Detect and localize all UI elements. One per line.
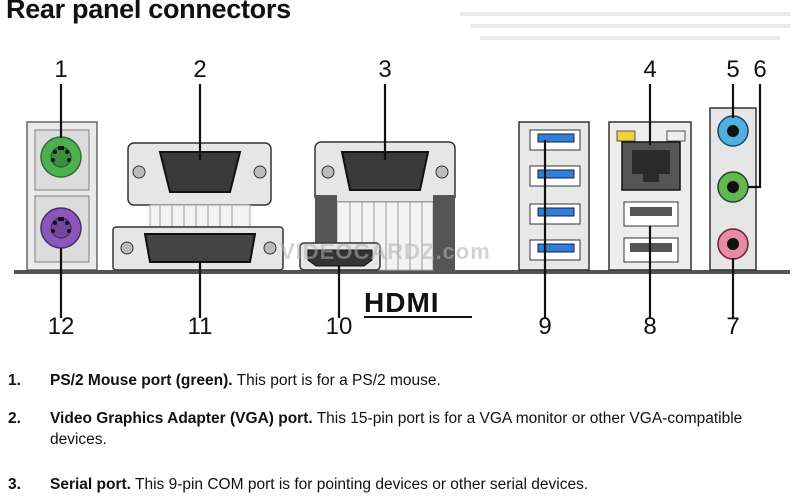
item-number: 2. (8, 410, 21, 427)
hdmi-logo-text: HDMI (364, 290, 440, 318)
callout-9: 9 (538, 313, 552, 340)
callout-12: 12 (47, 313, 75, 340)
vga-dvi-ports (112, 142, 284, 271)
vga-port (158, 151, 242, 193)
callout-11: 11 (187, 313, 213, 340)
dvi-port (143, 233, 257, 263)
callout-7: 7 (726, 313, 740, 340)
callout-5: 5 (726, 56, 740, 83)
item-number: 3. (8, 476, 21, 493)
callout-4: 4 (643, 56, 657, 83)
audio-jacks (709, 107, 757, 271)
item-number: 1. (8, 372, 21, 389)
callout-10: 10 (325, 313, 353, 340)
item-desc: This 9-pin COM port is for pointing devi… (130, 476, 589, 493)
serial-port (340, 151, 430, 191)
callout-1: 1 (54, 56, 68, 83)
usb3-ports (518, 121, 590, 271)
item-desc: This 15-pin port is for a VGA monitor or… (50, 410, 743, 448)
callout-2: 2 (193, 56, 207, 83)
usb3-port-2 (537, 169, 575, 179)
callout-6: 6 (753, 56, 767, 83)
serial-hdmi-ports (299, 141, 456, 271)
leader-lines (59, 84, 762, 318)
watermark-text: VIDEOCARDZ.com (280, 239, 491, 264)
item-name: Video Graphics Adapter (VGA) port. (50, 410, 313, 427)
page-title: Rear panel connectors (6, 0, 291, 24)
item-name: PS/2 Mouse port (green). (50, 372, 233, 389)
usb3-port-1 (537, 133, 575, 143)
faded-header-artifact (460, 4, 790, 49)
usb2-port-1 (630, 207, 672, 216)
usb3-port-4 (537, 243, 575, 253)
usb3-port-3 (537, 207, 575, 217)
panel-baseline (14, 270, 790, 274)
hdmi-logo: HDMI (362, 287, 474, 322)
item-desc: This port is for a PS/2 mouse. (232, 372, 441, 389)
item-name: Serial port. (50, 476, 131, 493)
rear-panel-diagram (14, 84, 790, 318)
callout-3: 3 (378, 56, 392, 83)
callout-8: 8 (643, 313, 657, 340)
hdmi-port (307, 249, 373, 267)
ps2-ports (26, 121, 98, 271)
